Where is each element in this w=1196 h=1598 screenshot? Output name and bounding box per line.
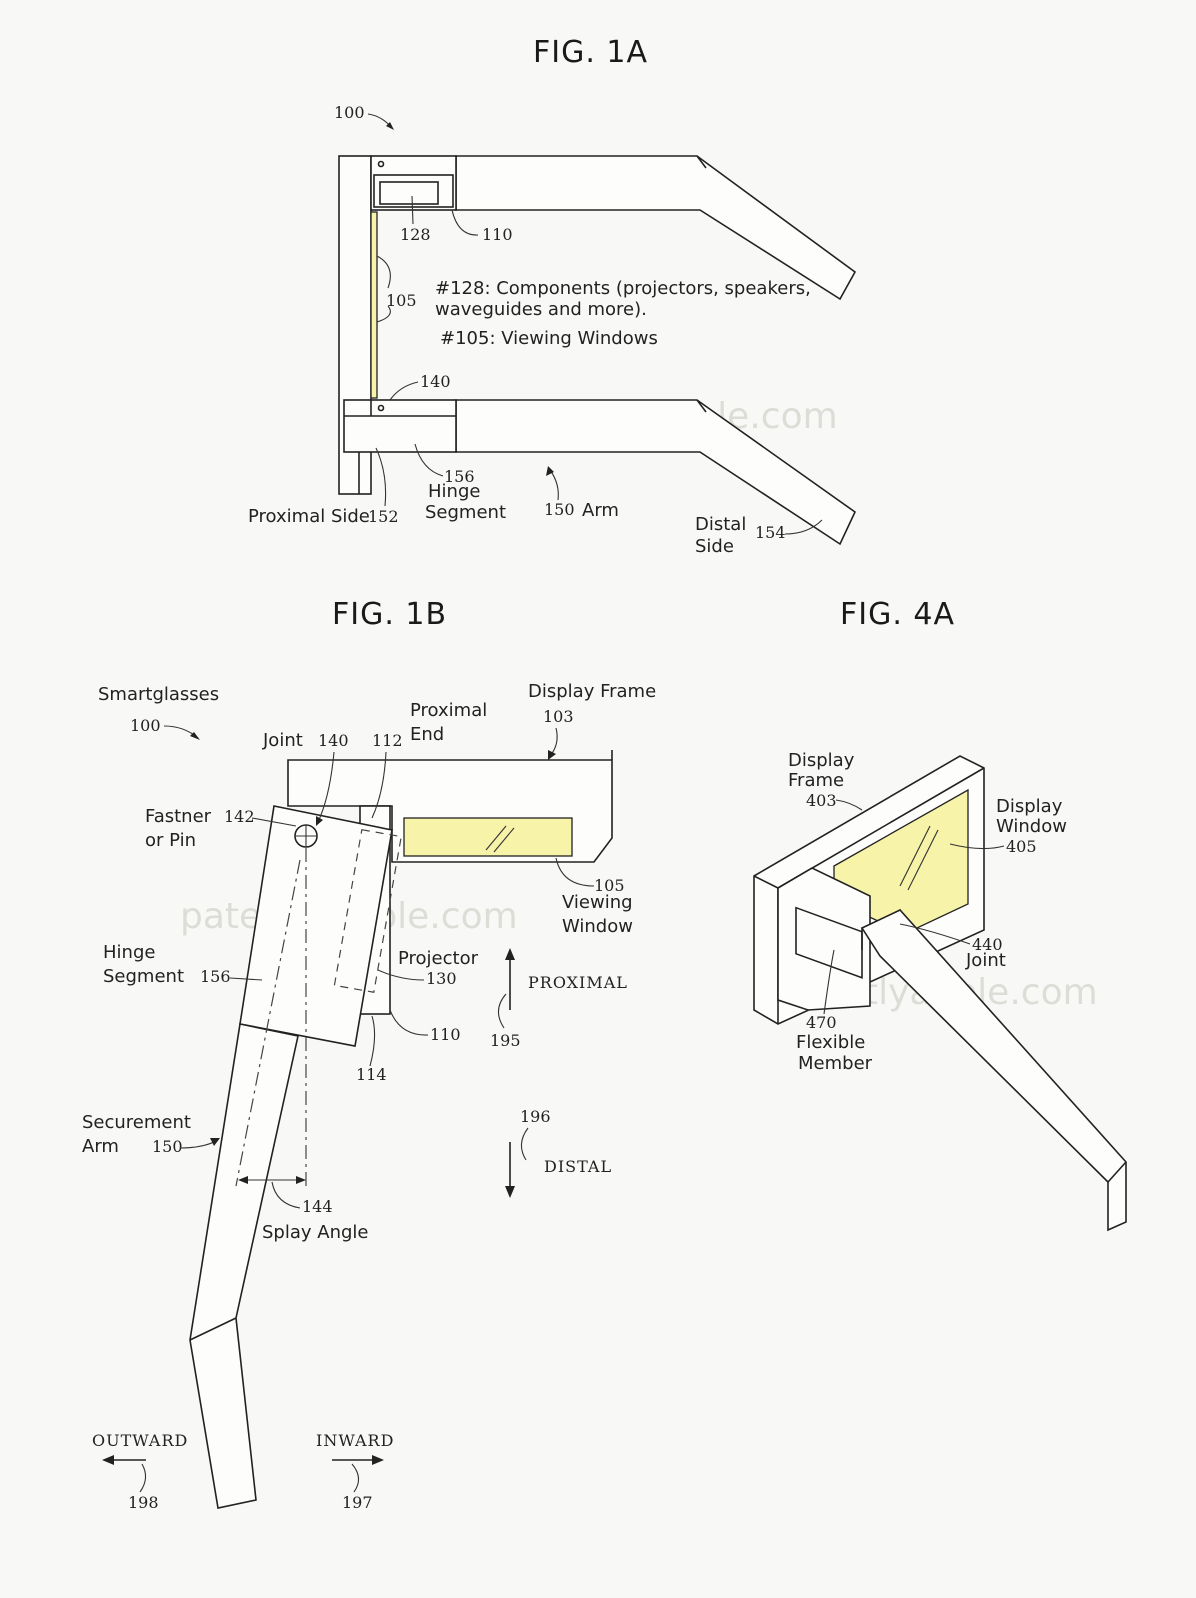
ref-405: 405 <box>1006 837 1037 856</box>
label-outward: OUTWARD <box>92 1431 188 1450</box>
label-flexible: Flexible <box>796 1032 865 1053</box>
label-arm: Arm <box>582 500 619 521</box>
fig1a-component-inner <box>380 182 438 204</box>
label-window: Window <box>562 916 633 937</box>
ref-197: 197 <box>342 1493 373 1512</box>
ref-128: 128 <box>400 225 431 244</box>
label-frame-4a: Frame <box>788 770 844 791</box>
fig1b-viewing-window <box>404 818 572 856</box>
label-joint-4a: Joint <box>965 950 1006 971</box>
ref-154: 154 <box>755 523 786 542</box>
label-hinge: Hinge <box>428 481 480 502</box>
fig-1a-title: FIG. 1A <box>533 35 648 70</box>
ref-130: 130 <box>426 969 457 988</box>
ref-150: 150 <box>544 500 575 519</box>
ref-110-1b: 110 <box>430 1025 461 1044</box>
label-proximal-direction: PROXIMAL <box>528 973 628 992</box>
label-segment: Segment <box>425 502 506 523</box>
fig-1b: FIG. 1B Smartglasses 100 Proximal End <box>82 597 656 1512</box>
ref-100-1b: 100 <box>130 716 161 735</box>
ref-156-1b: 156 <box>200 967 231 986</box>
ref-142: 142 <box>224 807 255 826</box>
ref-114: 114 <box>356 1065 387 1084</box>
ref-152: 152 <box>368 507 399 526</box>
label-smartglasses: Smartglasses <box>98 684 219 705</box>
label-side: Side <box>695 536 734 557</box>
label-window-4a: Window <box>996 816 1067 837</box>
label-securement-arm: Arm <box>82 1136 119 1157</box>
label-end: End <box>410 724 444 745</box>
ref-140-1b: 140 <box>318 731 349 750</box>
brace-105 <box>377 256 390 322</box>
label-or-pin: or Pin <box>145 830 196 851</box>
label-member: Member <box>798 1053 873 1074</box>
ref-112: 112 <box>372 731 403 750</box>
ref-198: 198 <box>128 1493 159 1512</box>
ref-140: 140 <box>420 372 451 391</box>
label-projector: Projector <box>398 948 479 969</box>
label-proximal-side: Proximal Side <box>248 506 370 527</box>
label-proximal: Proximal <box>410 700 487 721</box>
fig-4a-title: FIG. 4A <box>840 597 955 632</box>
label-display-frame: Display Frame <box>528 681 656 702</box>
fig1a-bottom-hinge <box>344 400 456 452</box>
fig1b-securement-arm <box>190 1024 298 1508</box>
ref-110: 110 <box>482 225 513 244</box>
label-splay-angle: Splay Angle <box>262 1222 368 1243</box>
note-105: #105: Viewing Windows <box>440 328 658 349</box>
ref-403: 403 <box>806 791 837 810</box>
note-128-cont: waveguides and more). <box>435 299 647 320</box>
fig-1b-title: FIG. 1B <box>332 597 447 632</box>
ref-195: 195 <box>490 1031 521 1050</box>
ref-103: 103 <box>543 707 574 726</box>
note-128: #128: Components (projectors, speakers, <box>435 278 811 299</box>
label-distal: Distal <box>695 514 746 535</box>
ref-105: 105 <box>386 291 417 310</box>
ref-470: 470 <box>806 1013 837 1032</box>
ref-144: 144 <box>302 1197 333 1216</box>
fig-4a: FIG. 4A Display Frame 403 Display Window… <box>754 597 1126 1230</box>
ref-196: 196 <box>520 1107 551 1126</box>
fig1a-viewing-window <box>371 212 377 398</box>
label-fastner: Fastner <box>145 806 212 827</box>
ref-100: 100 <box>334 103 365 122</box>
fig-1a: FIG. 1A 100 128 110 105 140 #128 <box>248 35 855 557</box>
label-viewing: Viewing <box>562 892 633 913</box>
label-securement: Securement <box>82 1112 191 1133</box>
ref-150-1b: 150 <box>152 1137 183 1156</box>
label-display-window-4a: Display <box>996 796 1063 817</box>
label-display-4a: Display <box>788 750 855 771</box>
label-segment-1b: Segment <box>103 966 184 987</box>
label-distal-direction: DISTAL <box>544 1157 612 1176</box>
label-hinge-1b: Hinge <box>103 942 155 963</box>
label-joint: Joint <box>262 730 303 751</box>
label-inward: INWARD <box>316 1431 394 1450</box>
